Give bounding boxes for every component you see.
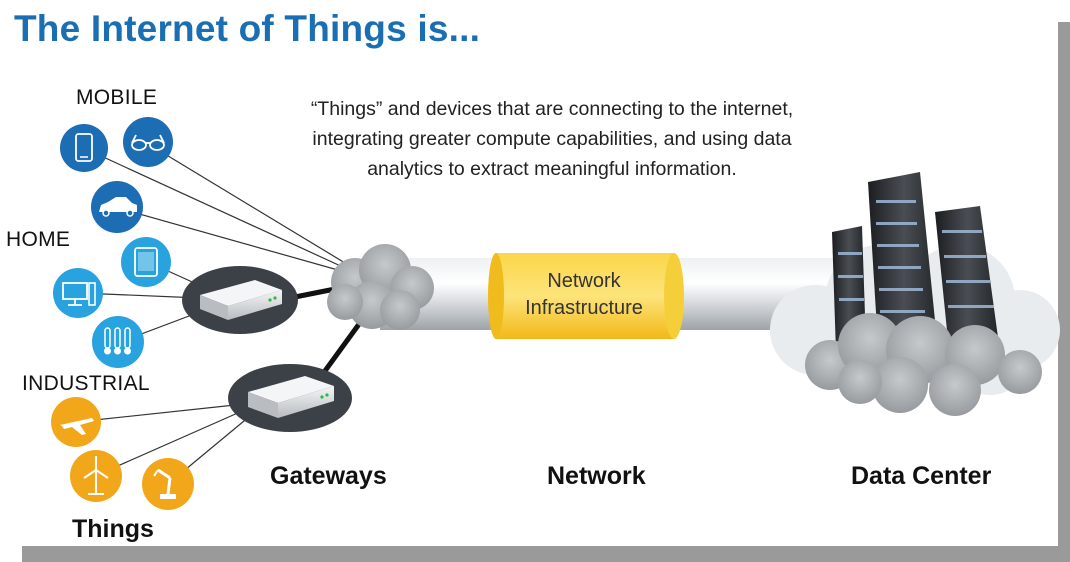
airplane-icon (51, 397, 101, 447)
frame-shadow-right (1058, 22, 1070, 552)
network-infrastructure-line2: Infrastructure (525, 297, 643, 319)
robot-arm-icon (142, 458, 194, 510)
frame-shadow-bottom (22, 546, 1070, 562)
tablet-icon (121, 237, 171, 287)
thermometer-icon (92, 316, 144, 368)
desktop-computer-icon (53, 268, 103, 318)
gateway-link-2 (319, 318, 365, 377)
section-label-data-center: Data Center (851, 462, 992, 490)
wind-turbine-icon (70, 450, 122, 502)
description-text: “Things” and devices that are connecting… (310, 98, 794, 180)
gateway-device-2 (228, 364, 352, 432)
section-label-gateways: Gateways (270, 462, 387, 490)
data-center-cloud-front (805, 313, 1042, 416)
car-icon (91, 181, 143, 233)
gateway-cloud (327, 244, 434, 330)
gateway-device-1 (182, 266, 298, 334)
page-title: The Internet of Things is... (14, 8, 481, 49)
category-label-mobile: MOBILE (76, 86, 158, 109)
network-infrastructure-box (488, 253, 684, 339)
section-label-things: Things (72, 515, 154, 543)
category-label-industrial: INDUSTRIAL (22, 372, 150, 395)
section-label-network: Network (547, 462, 646, 490)
network-infrastructure-label: Network Infrastructure (498, 268, 670, 322)
category-label-home: HOME (6, 228, 71, 251)
network-infrastructure-line1: Network (547, 270, 621, 292)
smartphone-icon (60, 124, 108, 172)
glasses-icon (123, 117, 173, 167)
